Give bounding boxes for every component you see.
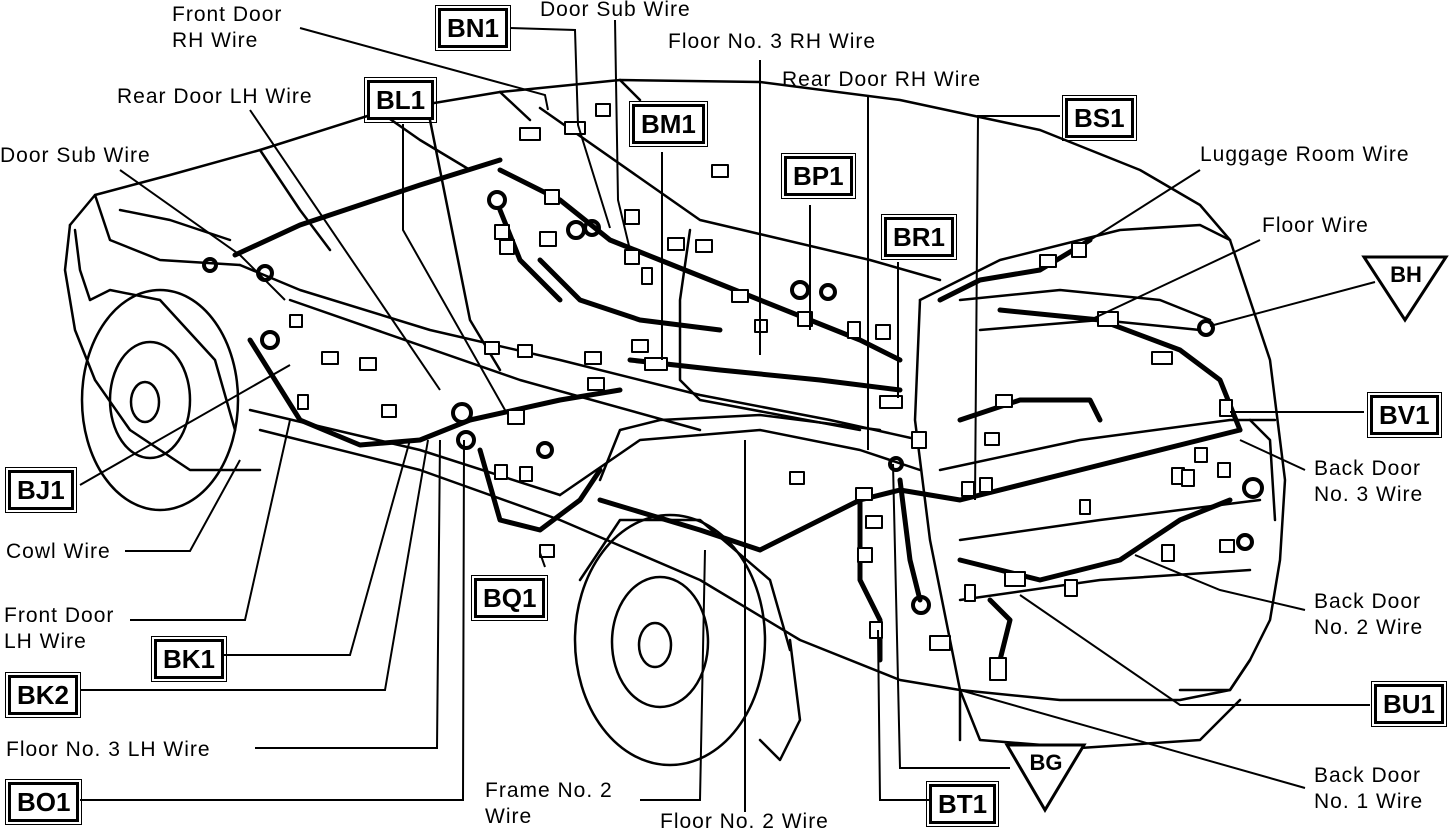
connector-code-br1: BR1: [880, 214, 958, 260]
connector-code-bs1: BS1: [1062, 95, 1137, 141]
label-luggage-room-wire: Luggage Room Wire: [1200, 143, 1410, 166]
connector-code-bm1: BM1: [629, 101, 708, 147]
front-wheel: [80, 288, 240, 512]
connector-code-bt1: BT1: [925, 781, 1000, 827]
label-frame-no2-wire: Frame No. 2 Wire: [485, 779, 613, 828]
ground-point-bg: BG: [1006, 744, 1086, 800]
connector-code-bo1: BO1: [4, 779, 83, 825]
label-rear-door-lh-wire: Rear Door LH Wire: [117, 85, 313, 108]
rear-wheel: [573, 513, 792, 767]
label-floor-no3-rh-wire: Floor No. 3 RH Wire: [668, 30, 877, 53]
ground-point-bh: BH: [1366, 256, 1446, 312]
label-floor-no2-wire: Floor No. 2 Wire: [660, 810, 829, 833]
connector-code-bk1: BK1: [150, 636, 228, 682]
connector-code-bj1: BJ1: [5, 467, 77, 513]
connector-code-bu1: BU1: [1370, 681, 1448, 727]
label-cowl-wire: Cowl Wire: [6, 540, 111, 563]
label-floor-no3-lh-wire: Floor No. 3 LH Wire: [6, 738, 211, 761]
label-back-door-no1-wire: Back Door No. 1 Wire: [1314, 764, 1424, 813]
label-floor-wire: Floor Wire: [1262, 214, 1369, 237]
harness-connectors: [289, 103, 1235, 681]
connector-code-bv1: BV1: [1367, 392, 1442, 438]
ground-label-bg: BG: [1029, 750, 1063, 775]
connector-code-bq1: BQ1: [470, 575, 549, 621]
label-back-door-no2-wire: Back Door No. 2 Wire: [1314, 590, 1424, 639]
label-front-door-rh-wire: Front Door RH Wire: [172, 3, 283, 52]
label-rear-door-rh-wire: Rear Door RH Wire: [782, 68, 982, 91]
ground-label-bh: BH: [1390, 262, 1422, 287]
label-back-door-no3-wire: Back Door No. 3 Wire: [1314, 457, 1424, 506]
label-door-sub-wire-left: Door Sub Wire: [0, 144, 151, 167]
leader-lines: [79, 19, 1376, 812]
connector-code-bp1: BP1: [781, 153, 856, 199]
label-door-sub-wire-top: Door Sub Wire: [540, 0, 691, 21]
label-front-door-lh-wire: Front Door LH Wire: [4, 604, 115, 653]
connector-code-bl1: BL1: [363, 77, 438, 123]
connector-code-bk2: BK2: [4, 672, 82, 718]
ground-triangles: [1004, 255, 1449, 813]
connector-code-bn1: BN1: [434, 5, 512, 51]
